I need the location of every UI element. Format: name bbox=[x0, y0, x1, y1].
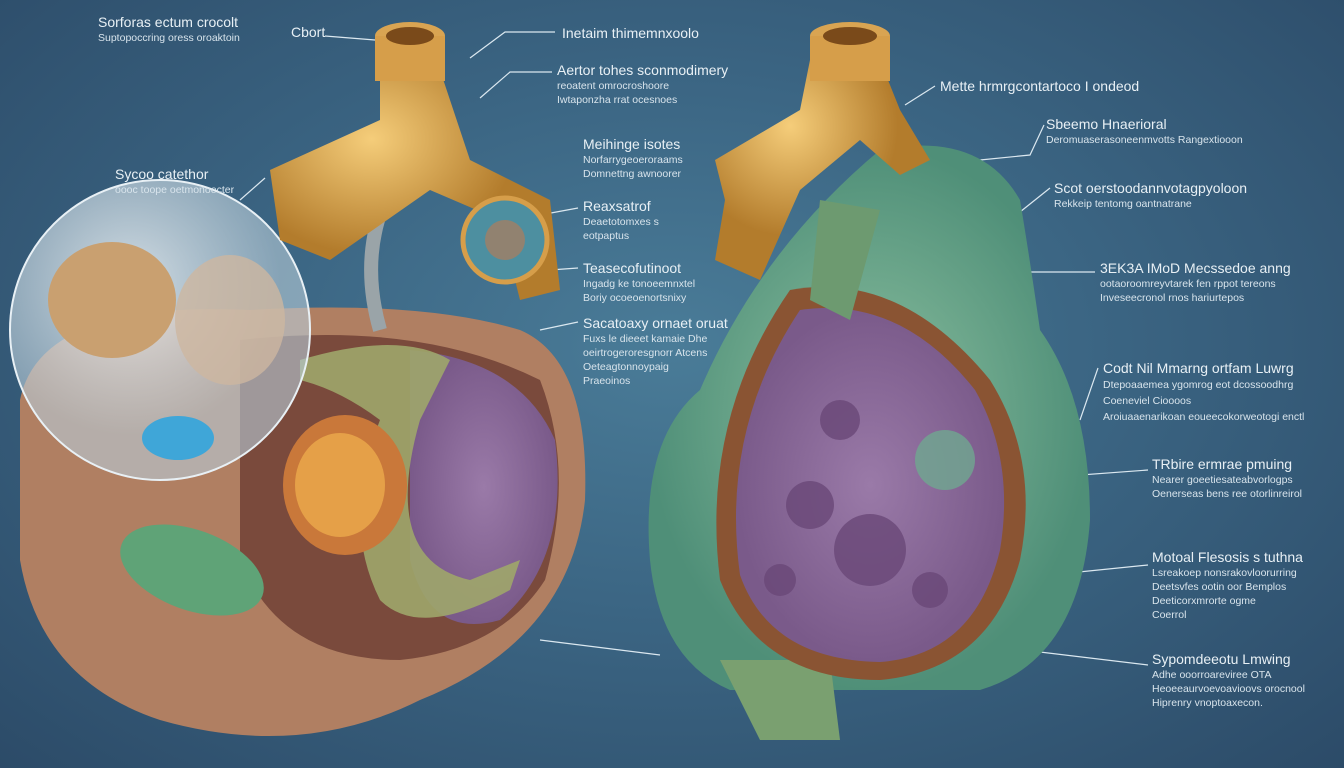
label-line: Praeoinos bbox=[583, 375, 631, 387]
label-title: Inetaim thimemnxoolo bbox=[562, 25, 699, 41]
label-line: Norfarrygeoeroraams bbox=[583, 154, 683, 166]
label-line: oooc toope oetmonoecter bbox=[115, 184, 235, 196]
label-title: Sycoo catethor bbox=[115, 166, 209, 182]
label-title: Sorforas ectum crocolt bbox=[98, 14, 239, 30]
label-title: Sbeemo Hnaerioral bbox=[1046, 116, 1167, 132]
label-12: 3EK3A IMoD Mecssedoe anng ootaoroomreyvta… bbox=[1100, 260, 1291, 305]
label-line: Iwtaponzha rrat ocesnoes bbox=[557, 94, 678, 106]
label-line: oeirtrogeroresgnorr Atcens bbox=[583, 347, 708, 359]
label-title: Reaxsatrof bbox=[583, 198, 651, 214]
label-title: TRbire ermrae pmuing bbox=[1152, 456, 1293, 472]
label-line: Lsreakoep nonsrakovloorurring bbox=[1152, 567, 1297, 579]
label-line: Hiprenry vnoptoaxecon. bbox=[1152, 697, 1263, 709]
label-line: Inveseecronol rnos hariurtepos bbox=[1100, 292, 1245, 304]
label-title: Codt Nil Mmarng ortfam Luwrg bbox=[1103, 360, 1294, 376]
label-title: 3EK3A IMoD Mecssedoe anng bbox=[1100, 260, 1291, 276]
label-line: Boriy ocoeoenortsnixy bbox=[583, 292, 687, 304]
label-line: Deeticorxmrorte ogme bbox=[1152, 595, 1256, 607]
label-line: Adhe ooorroareviree OTA bbox=[1152, 669, 1272, 681]
label-line: Dtepoaaemea ygomrog eot dcossoodhrg bbox=[1103, 379, 1294, 391]
label-line: Deetsvfes ootin oor Bemplos bbox=[1152, 581, 1287, 593]
label-title: Aertor tohes sconmodimery bbox=[557, 62, 729, 78]
label-2: Cbort bbox=[291, 24, 325, 41]
label-9: Mette hrmrgcontartoco I ondeod bbox=[940, 78, 1139, 95]
label-line: Aroiuaaenarikoan eoueecokorweotogi enctl bbox=[1103, 411, 1305, 423]
label-title: Meihinge isotes bbox=[583, 136, 681, 152]
label-line: Coerrol bbox=[1152, 609, 1187, 621]
alveolus-sac bbox=[48, 242, 176, 358]
label-4: Aertor tohes sconmodimery reoatent omrocr… bbox=[557, 62, 728, 107]
label-title: Sacatoaxy ornaet oruat bbox=[583, 315, 728, 331]
label-title: Mette hrmrgcontartoco I ondeod bbox=[940, 78, 1140, 94]
label-line: Oeteagtonnoypaig bbox=[583, 361, 669, 373]
label-line: Heoeeaurvoevoavioovs orocnool bbox=[1152, 683, 1305, 695]
lung-tissue-left bbox=[410, 350, 558, 624]
label-line: Deromuaserasoneenmvotts Rangextiooon bbox=[1046, 134, 1243, 146]
label-title: Scot oerstoodannvotagpyoloon bbox=[1054, 180, 1248, 196]
label-line: Oenerseas bens ree otorlinreirol bbox=[1152, 488, 1302, 500]
label-line: reoatent omrocroshoore bbox=[557, 80, 670, 92]
label-title: Teasecofutinoot bbox=[583, 260, 682, 276]
label-line: Coeneviel Cioooos bbox=[1103, 395, 1192, 407]
label-line: ootaoroomreyvtarek fen rppot tereons bbox=[1100, 278, 1276, 290]
label-title: Cbort bbox=[291, 24, 326, 40]
label-line: Rekkeip tentomg oantnatrane bbox=[1054, 198, 1192, 210]
label-17: Sycoo catethor oooc toope oetmonoecter bbox=[115, 166, 234, 197]
green-organ bbox=[120, 524, 264, 616]
microscope-right bbox=[715, 60, 930, 280]
label-3: Inetaim thimemnxoolo bbox=[562, 25, 699, 42]
label-line: Deaetotomxes s bbox=[583, 216, 659, 228]
label-line: Ingadg ke tonoeemnxtel bbox=[583, 278, 696, 290]
label-line: Fuxs le dieeet kamaie Dhe bbox=[583, 333, 708, 345]
label-line: Domnettng awnoorer bbox=[583, 168, 682, 180]
label-title: Motoal Flesosis s tuthna bbox=[1152, 549, 1303, 565]
label-line: Nearer goeetiesateabvorlogps bbox=[1152, 474, 1293, 486]
microscope-left bbox=[270, 70, 560, 300]
label-line: Suptopoccring oress oroaktoin bbox=[98, 32, 240, 44]
label-title: Sypomdeeotu Lmwing bbox=[1152, 651, 1291, 667]
label-line: eotpaptus bbox=[583, 230, 630, 242]
